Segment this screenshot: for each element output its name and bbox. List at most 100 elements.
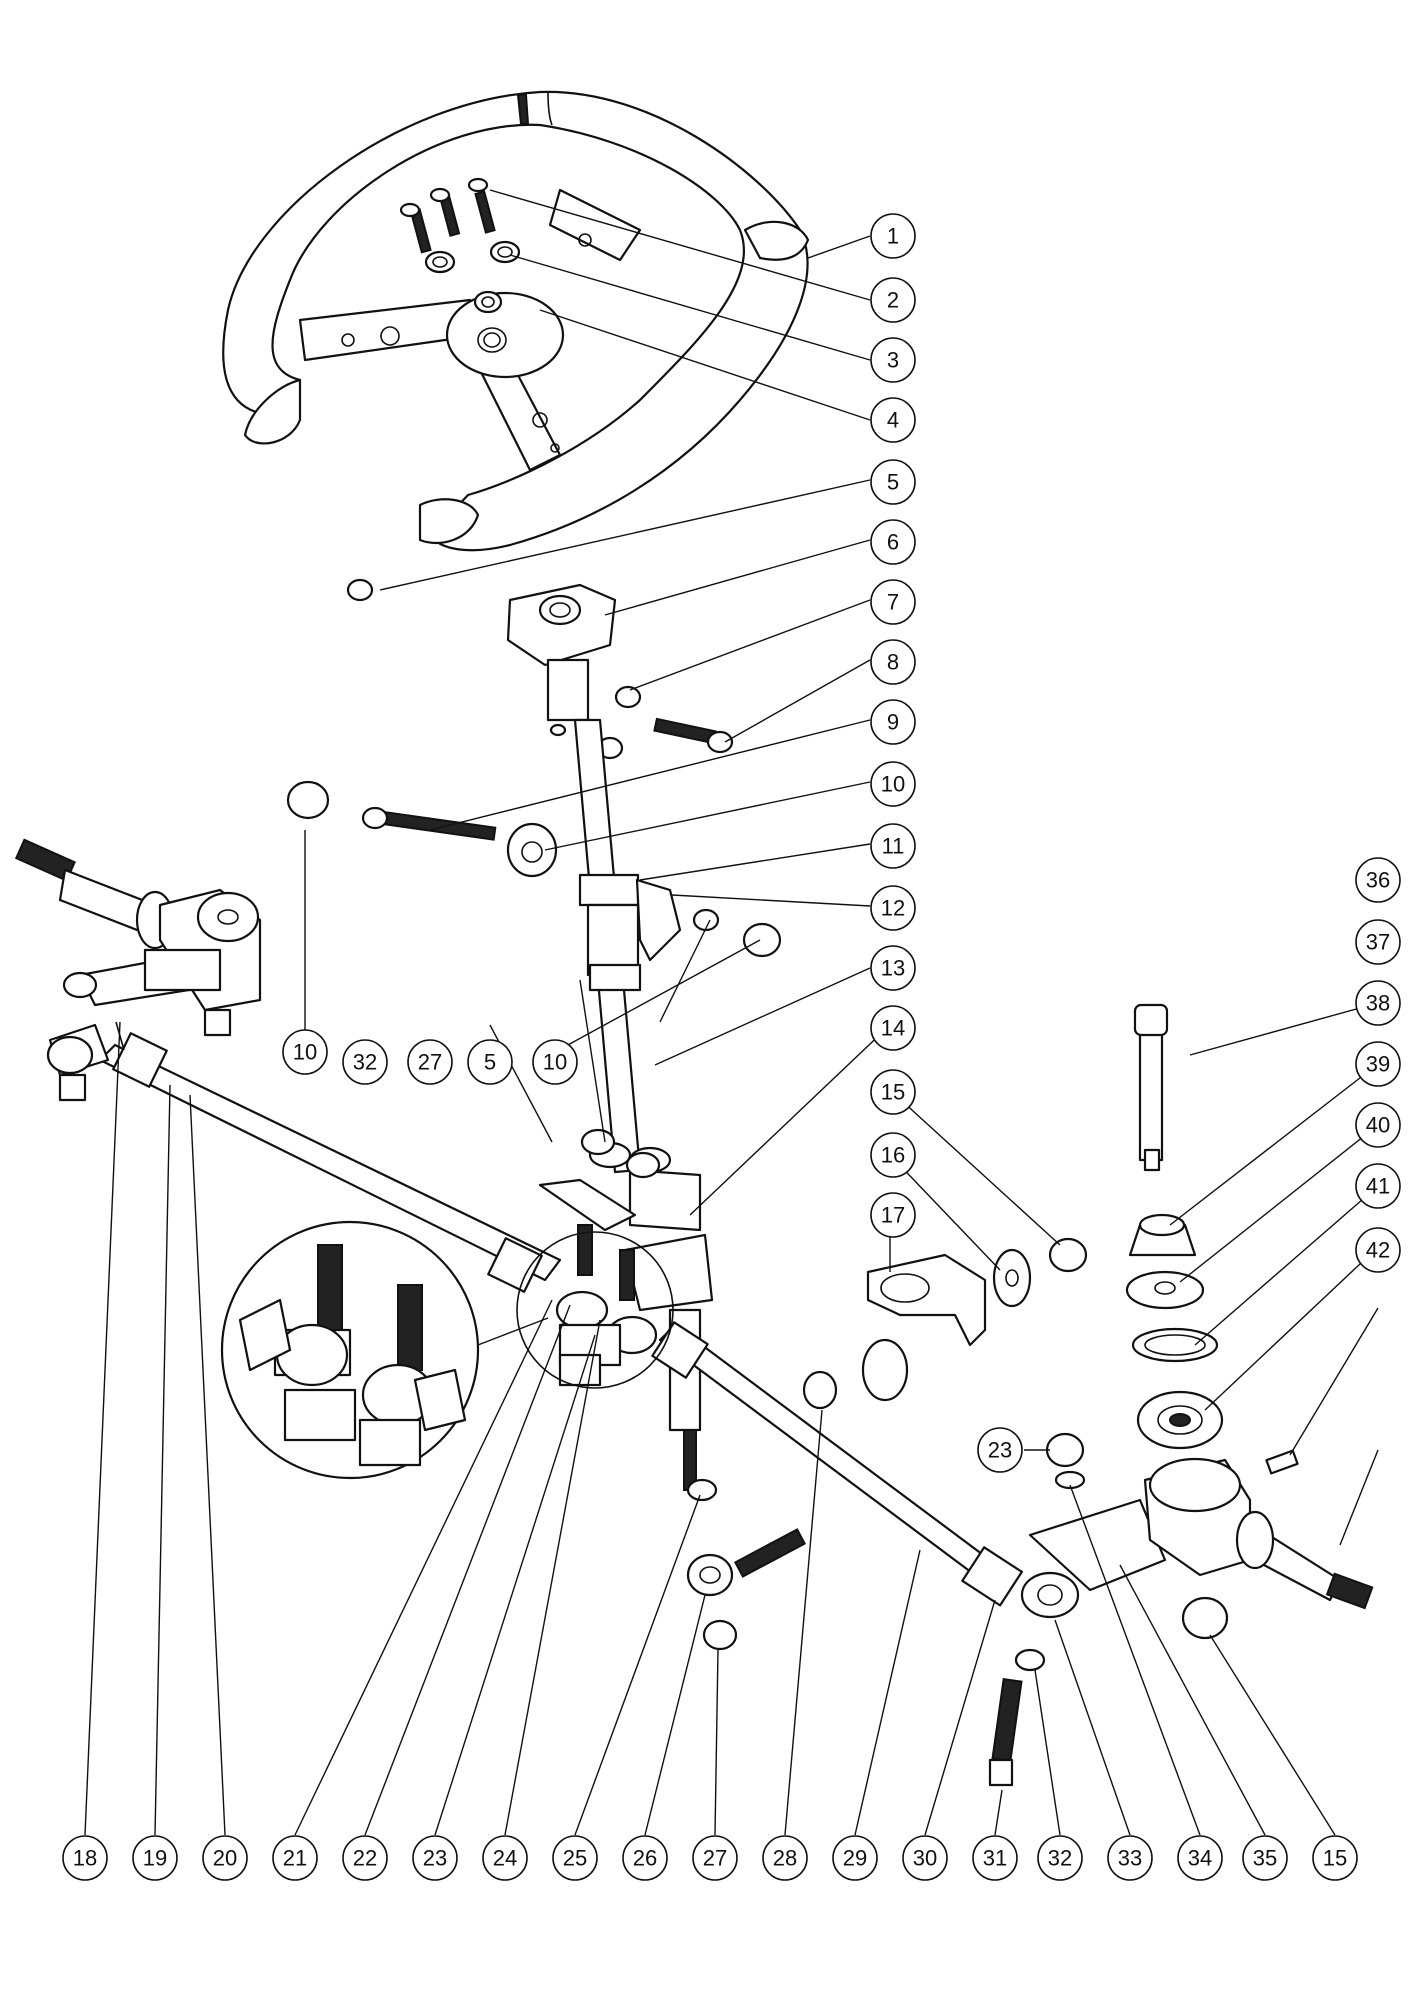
callout-label: 42 <box>1366 1238 1390 1263</box>
callout-circle <box>202 1835 248 1881</box>
callout-15-bottom: 15 <box>1312 1835 1358 1881</box>
callout-label: 29 <box>843 1846 867 1871</box>
callout-label: 32 <box>353 1050 377 1075</box>
callout-label: 10 <box>543 1050 567 1075</box>
callout-22: 22 <box>342 1835 388 1881</box>
callout-label: 14 <box>881 1016 905 1041</box>
callout-circle <box>870 1005 916 1051</box>
callout-label: 13 <box>881 956 905 981</box>
callout-label: 28 <box>773 1846 797 1871</box>
callout-circle <box>870 519 916 565</box>
callout-label: 5 <box>484 1050 496 1075</box>
callout-30: 30 <box>902 1835 948 1881</box>
callout-label: 33 <box>1118 1846 1142 1871</box>
callout-label: 12 <box>881 896 905 921</box>
callout-34: 34 <box>1177 1835 1223 1881</box>
callout-circle <box>407 1039 453 1085</box>
callout-label: 16 <box>881 1143 905 1168</box>
callout-label: 3 <box>887 348 899 373</box>
callout-circle <box>1355 1227 1401 1273</box>
callout-16: 16 <box>870 1132 916 1178</box>
callout-2: 2 <box>870 277 916 323</box>
callout-label: 30 <box>913 1846 937 1871</box>
callout-label: 5 <box>887 470 899 495</box>
callout-32: 32 <box>1037 1835 1083 1881</box>
callout-circle <box>977 1427 1023 1473</box>
left-spindle <box>14 838 262 1102</box>
callout-15: 15 <box>870 1069 916 1115</box>
callout-38: 38 <box>1355 980 1401 1026</box>
callout-circle <box>467 1039 513 1085</box>
callout-label: 37 <box>1366 930 1390 955</box>
callout-27-top: 27 <box>407 1039 453 1085</box>
callout-circle <box>870 945 916 991</box>
callout-label: 15 <box>1323 1846 1347 1871</box>
callout-circle <box>870 885 916 931</box>
center-joint-assembly <box>538 1128 661 1387</box>
callout-circle <box>132 1835 178 1881</box>
callout-14: 14 <box>870 1005 916 1051</box>
detail-inset <box>220 1220 549 1480</box>
callout-label: 11 <box>882 834 905 859</box>
callout-39: 39 <box>1355 1041 1401 1087</box>
callout-circle <box>482 1835 528 1881</box>
callout-circle <box>870 277 916 323</box>
callout-11: 11 <box>870 823 916 869</box>
callout-label: 2 <box>887 288 899 313</box>
callout-label: 17 <box>881 1203 905 1228</box>
callout-label: 23 <box>423 1846 447 1871</box>
callout-10-left: 10 <box>282 1029 328 1075</box>
callout-circle <box>1312 1835 1358 1881</box>
callout-circle <box>832 1835 878 1881</box>
callout-circle <box>870 579 916 625</box>
callout-circle <box>342 1835 388 1881</box>
callout-29: 29 <box>832 1835 878 1881</box>
callout-13: 13 <box>870 945 916 991</box>
callout-label: 34 <box>1188 1846 1212 1871</box>
callout-circle <box>532 1039 578 1085</box>
callout-circle <box>870 1132 916 1178</box>
callout-5: 5 <box>870 459 916 505</box>
callout-27: 27 <box>692 1835 738 1881</box>
callout-label: 9 <box>887 710 899 735</box>
callout-label: 7 <box>887 590 899 615</box>
callout-circle <box>972 1835 1018 1881</box>
callout-circle <box>870 823 916 869</box>
callout-label: 22 <box>353 1846 377 1871</box>
callout-4: 4 <box>870 397 916 443</box>
callout-40: 40 <box>1355 1102 1401 1148</box>
tie-rods <box>98 1032 1080 1619</box>
callout-circle <box>1177 1835 1223 1881</box>
callout-label: 26 <box>633 1846 657 1871</box>
callout-circle <box>1355 857 1401 903</box>
callout-circle <box>1107 1835 1153 1881</box>
callout-label: 23 <box>988 1438 1012 1463</box>
callout-circle <box>1355 919 1401 965</box>
callout-circle <box>870 213 916 259</box>
right-side-parts <box>686 1003 1374 1787</box>
callout-20: 20 <box>202 1835 248 1881</box>
callout-36: 36 <box>1355 857 1401 903</box>
callout-24: 24 <box>482 1835 528 1881</box>
callout-3: 3 <box>870 337 916 383</box>
bolt-2-icon <box>399 177 496 254</box>
callout-circle <box>62 1835 108 1881</box>
callout-label: 40 <box>1366 1113 1390 1138</box>
leader-lines <box>84 189 1379 1836</box>
callout-label: 21 <box>283 1846 307 1871</box>
callout-circle <box>282 1029 328 1075</box>
callout-label: 38 <box>1366 991 1390 1016</box>
callout-label: 1 <box>887 224 899 249</box>
callout-circle <box>412 1835 458 1881</box>
callout-label: 10 <box>881 772 905 797</box>
callout-42: 42 <box>1355 1227 1401 1273</box>
callout-10: 10 <box>870 761 916 807</box>
callout-circle <box>692 1835 738 1881</box>
callout-label: 18 <box>73 1846 97 1871</box>
callout-label: 24 <box>493 1846 517 1871</box>
callout-circle <box>870 639 916 685</box>
callout-19: 19 <box>132 1835 178 1881</box>
callout-circle <box>552 1835 598 1881</box>
callout-circle <box>342 1039 388 1085</box>
